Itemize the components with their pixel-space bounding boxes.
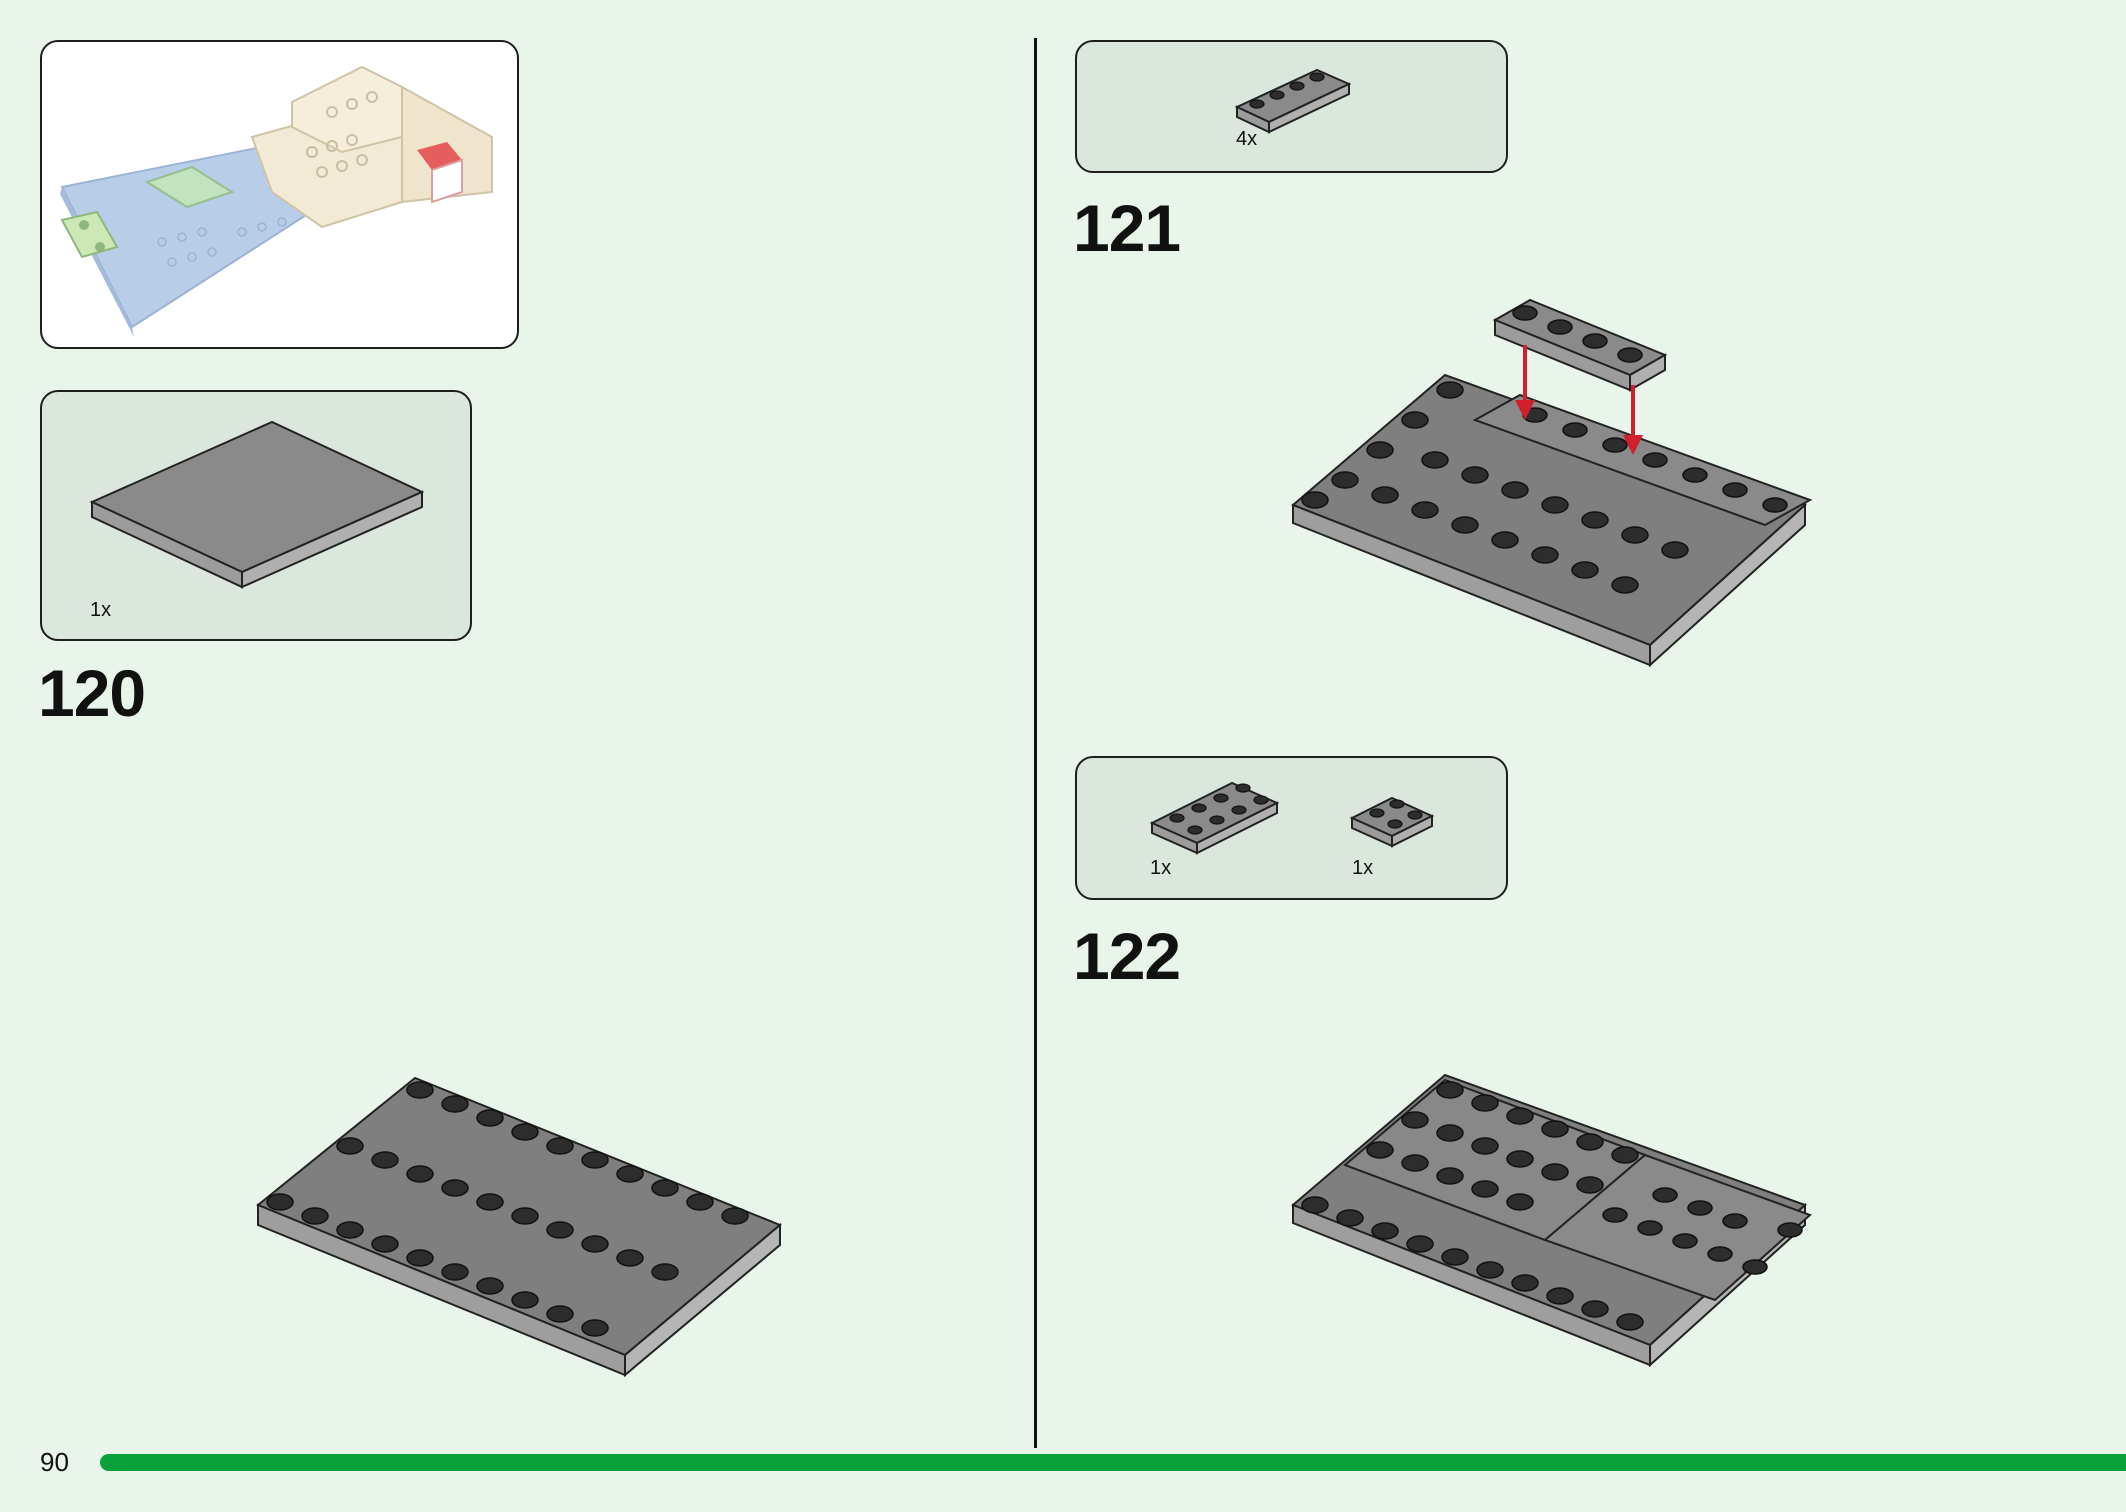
overview-model-image <box>60 65 493 337</box>
parts-callout-120: 1x <box>40 390 472 641</box>
plate-icon <box>89 420 425 589</box>
page-divider <box>1034 38 1037 1448</box>
part-qty: 1x <box>90 599 112 621</box>
parts-callout-122: 1x 1x <box>1075 756 1508 900</box>
part-qty: 4x <box>1236 128 1258 150</box>
progress-bar <box>100 1454 2126 1471</box>
step-122-build-image <box>1291 1073 1812 1368</box>
step-120-build-image <box>256 1076 782 1378</box>
parts-callout-121: 4x <box>1075 40 1508 173</box>
step-number-121: 121 <box>1073 191 1181 265</box>
step-number-122: 122 <box>1073 919 1181 993</box>
overview-box <box>40 40 519 349</box>
plate-icon <box>1149 781 1435 855</box>
plate-icon <box>1234 68 1352 134</box>
arrow-down-icon <box>1515 345 1643 455</box>
part-qty: 1x <box>1352 857 1374 879</box>
step-number-120: 120 <box>38 656 146 730</box>
part-qty: 1x <box>1150 857 1172 879</box>
step-121-build-image <box>1291 298 1813 668</box>
page-number: 90 <box>40 1447 69 1477</box>
